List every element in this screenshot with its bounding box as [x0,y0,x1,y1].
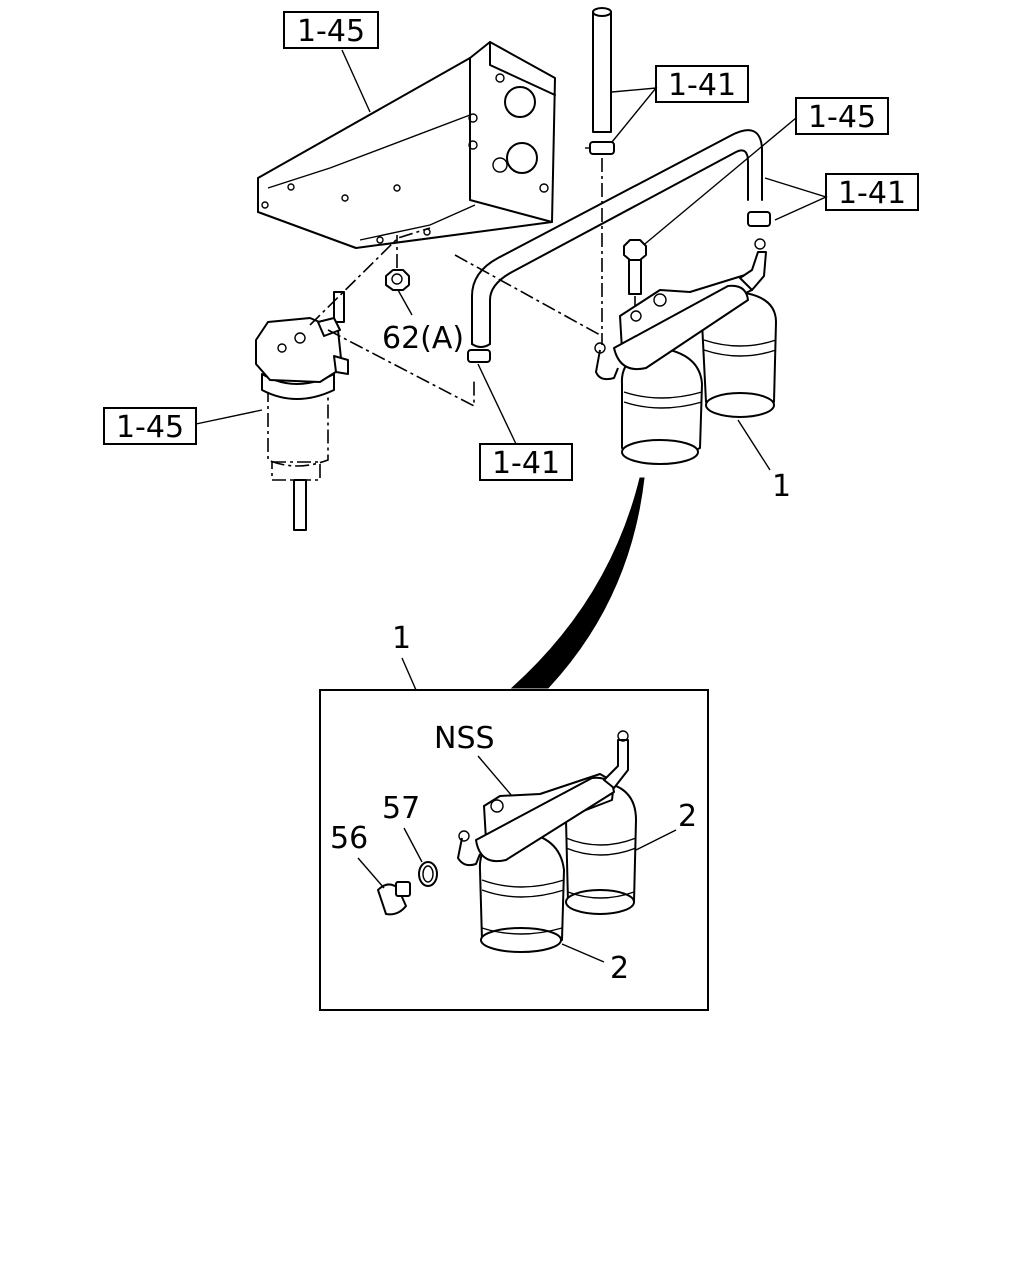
ref-1-41-mid-label: 1-41 [492,446,560,481]
leader-1-45-left [195,409,263,425]
hose-clip-top [585,141,615,155]
ref-box-1-45-right[interactable]: 1-45 [795,97,889,135]
ref-box-1-45-top[interactable]: 1-45 [283,11,379,49]
detail-arrow [510,477,645,689]
leader-56 [357,857,385,889]
ref-1-45-right-label: 1-45 [808,100,876,135]
leader-1-41-mid [477,363,517,445]
leader-1-41-right [764,177,828,221]
sediment-filter-left [255,291,349,531]
part-2-lower-label: 2 [610,951,629,986]
leader-1-upper [737,419,771,471]
bolt [623,239,647,310]
part-62a-label: 62(A) [382,321,464,356]
part-1-upper-label: 1 [772,469,791,504]
fuel-filter-assembly-detail [457,730,637,953]
hose-clip-mid [467,349,491,363]
o-ring-57 [418,861,438,887]
part-56-label: 56 [330,821,368,856]
fuel-filter-assembly-upper [594,238,777,465]
ref-1-45-left-label: 1-45 [116,410,184,445]
ref-box-1-41-top[interactable]: 1-41 [655,65,749,103]
fuel-hose [471,129,763,348]
ref-1-41-top-label: 1-41 [668,68,736,103]
nss-label: NSS [434,721,495,756]
leader-1-45-right [639,117,797,249]
leader-57 [403,827,423,863]
leader-2-lower [561,943,605,963]
leader-nss [477,755,513,797]
ref-1-45-top-label: 1-45 [297,14,365,49]
mounting-bracket [257,41,556,249]
leader-2-upper [635,829,677,851]
ref-box-1-41-mid[interactable]: 1-41 [479,443,573,481]
leader-1-detail [401,657,417,691]
part-1-detail-label: 1 [392,621,411,656]
part-2-upper-label: 2 [678,799,697,834]
right-pipe-clip [747,211,771,227]
nut-62a [385,269,410,291]
ref-box-1-45-left[interactable]: 1-45 [103,407,197,445]
leader-1-41-top [611,87,658,143]
ref-1-41-right-label: 1-41 [838,176,906,211]
plug-56 [377,881,411,916]
vertical-pipe [592,7,612,345]
ref-box-1-41-right[interactable]: 1-41 [825,173,919,211]
part-57-label: 57 [382,791,420,826]
leader-1-45-top [341,49,371,113]
